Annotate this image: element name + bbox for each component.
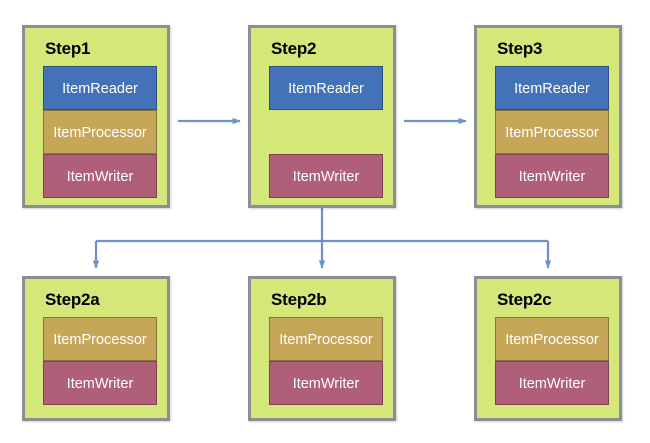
component-item-processor[interactable]: ItemProcessor xyxy=(43,110,157,154)
component-item-processor[interactable]: ItemProcessor xyxy=(43,317,157,361)
component-item-writer[interactable]: ItemWriter xyxy=(43,154,157,198)
component-item-reader[interactable]: ItemReader xyxy=(269,66,383,110)
component-processor-gap xyxy=(269,110,383,154)
fanout-bus-line xyxy=(96,208,548,243)
step-title: Step1 xyxy=(45,39,91,58)
component-stack: ItemReader ItemProcessor ItemWriter xyxy=(43,66,157,198)
component-stack: ItemReader ItemWriter xyxy=(269,66,383,198)
step-title: Step2a xyxy=(45,290,100,309)
step-title: Step2 xyxy=(271,39,317,58)
component-item-writer[interactable]: ItemWriter xyxy=(43,361,157,405)
component-stack: ItemProcessor ItemWriter xyxy=(269,317,383,405)
component-item-writer[interactable]: ItemWriter xyxy=(495,154,609,198)
component-item-processor[interactable]: ItemProcessor xyxy=(495,317,609,361)
component-item-processor[interactable]: ItemProcessor xyxy=(269,317,383,361)
step-box-step3[interactable]: Step3 ItemReader ItemProcessor ItemWrite… xyxy=(474,25,622,208)
component-stack: ItemReader ItemProcessor ItemWriter xyxy=(495,66,609,198)
component-item-reader[interactable]: ItemReader xyxy=(495,66,609,110)
component-item-writer[interactable]: ItemWriter xyxy=(495,361,609,405)
step-box-step2b[interactable]: Step2b ItemProcessor ItemWriter xyxy=(248,276,396,421)
step-box-step2a[interactable]: Step2a ItemProcessor ItemWriter xyxy=(22,276,170,421)
step-title: Step3 xyxy=(497,39,543,58)
component-item-reader[interactable]: ItemReader xyxy=(43,66,157,110)
step-title: Step2b xyxy=(271,290,327,309)
component-item-processor[interactable]: ItemProcessor xyxy=(495,110,609,154)
component-item-writer[interactable]: ItemWriter xyxy=(269,154,383,198)
step-title: Step2c xyxy=(497,290,552,309)
step-box-step2[interactable]: Step2 ItemReader ItemWriter xyxy=(248,25,396,208)
step-box-step1[interactable]: Step1 ItemReader ItemProcessor ItemWrite… xyxy=(22,25,170,208)
step-box-step2c[interactable]: Step2c ItemProcessor ItemWriter xyxy=(474,276,622,421)
component-stack: ItemProcessor ItemWriter xyxy=(495,317,609,405)
component-stack: ItemProcessor ItemWriter xyxy=(43,317,157,405)
component-item-writer[interactable]: ItemWriter xyxy=(269,361,383,405)
